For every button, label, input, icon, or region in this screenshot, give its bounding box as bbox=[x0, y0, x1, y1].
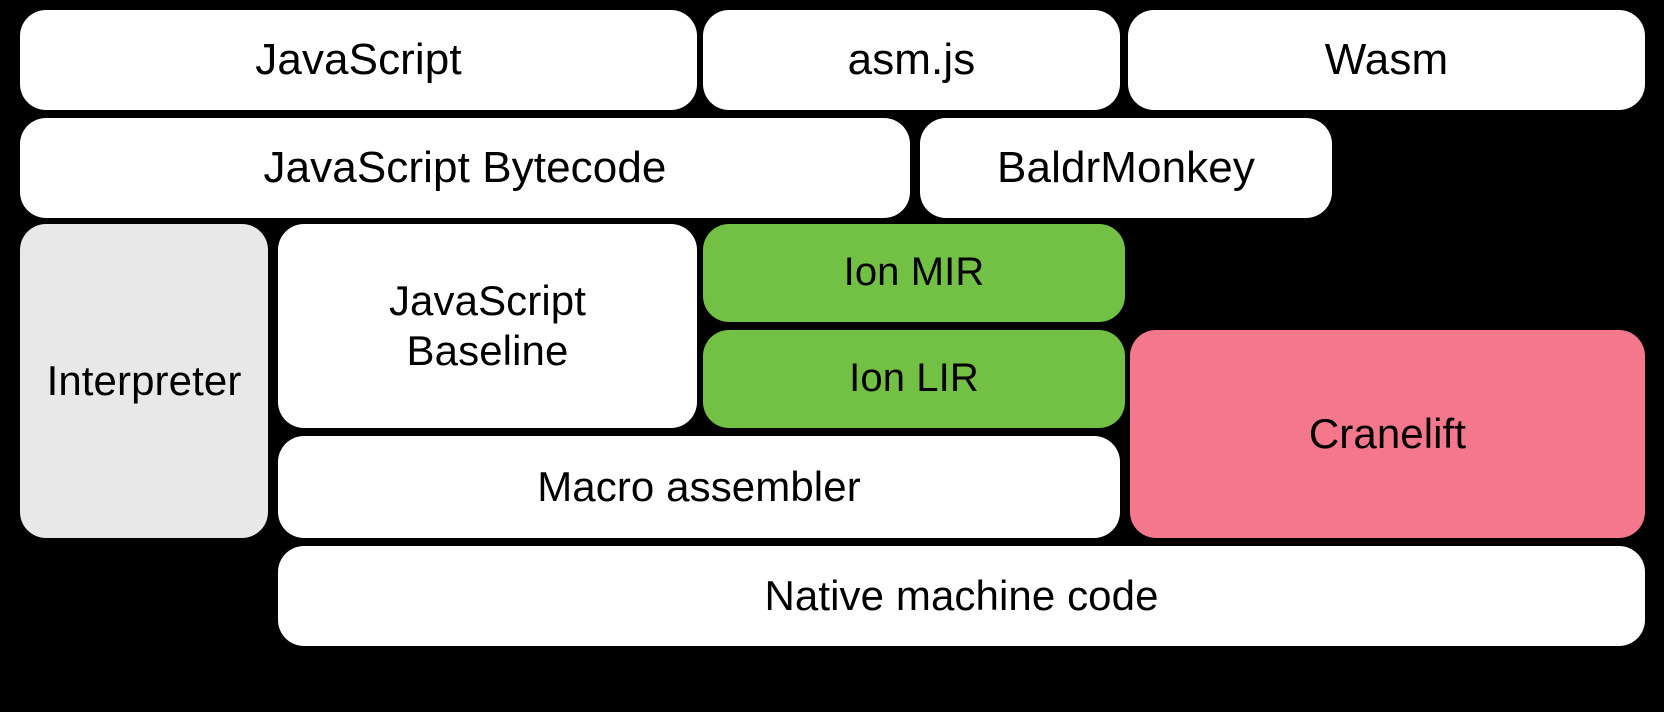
node-javascript-bytecode: JavaScript Bytecode bbox=[20, 118, 910, 218]
node-ion-lir: Ion LIR bbox=[703, 330, 1125, 428]
node-javascript: JavaScript bbox=[20, 10, 697, 110]
node-cranelift: Cranelift bbox=[1130, 330, 1645, 538]
node-asm-js: asm.js bbox=[703, 10, 1120, 110]
node-macro-assembler: Macro assembler bbox=[278, 436, 1120, 538]
node-interpreter: Interpreter bbox=[20, 224, 268, 538]
node-wasm: Wasm bbox=[1128, 10, 1645, 110]
node-native-machine-code: Native machine code bbox=[278, 546, 1645, 646]
node-baldrmonkey: BaldrMonkey bbox=[920, 118, 1332, 218]
node-ion-mir: Ion MIR bbox=[703, 224, 1125, 322]
node-javascript-baseline: JavaScript Baseline bbox=[278, 224, 697, 428]
